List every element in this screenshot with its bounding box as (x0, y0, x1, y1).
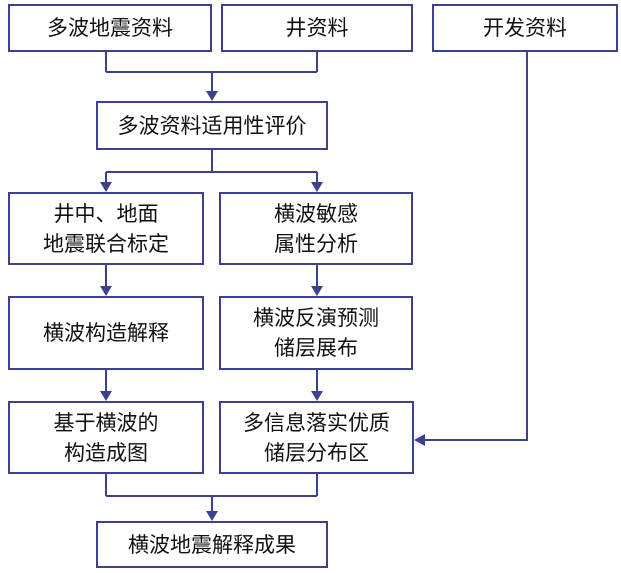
s-wave-structural-interpretation-label: 横波构造解释 (43, 321, 169, 345)
connector-development-path (424, 52, 528, 441)
s-wave-sensitive-attributes-box: 横波敏感 属性分析 (219, 192, 413, 265)
s-wave-sensitive-attributes-label: 横波敏感 属性分析 (274, 201, 358, 256)
quality-reservoir-distribution-box: 多信息落实优质 储层分布区 (219, 401, 414, 474)
development-data-label: 开发资料 (483, 16, 567, 40)
arrow-to-structural (100, 286, 112, 296)
arrow-to-distribution (311, 391, 323, 401)
arrow-to-evaluation (206, 91, 218, 101)
multiwave-seismic-data-label: 多波地震资料 (47, 16, 173, 40)
quality-reservoir-distribution-label: 多信息落实优质 储层分布区 (243, 410, 390, 465)
multiwave-seismic-data-box: 多波地震资料 (8, 4, 212, 52)
s-wave-interpretation-results-box: 横波地震解释成果 (96, 521, 328, 568)
s-wave-inversion-prediction-box: 横波反演预测 储层展布 (219, 296, 413, 370)
multiwave-data-evaluation-label: 多波资料适用性评价 (117, 113, 307, 138)
multiwave-data-evaluation-box: 多波资料适用性评价 (96, 101, 328, 150)
s-wave-structure-map-label: 基于横波的 构造成图 (53, 410, 159, 465)
arrow-to-attributes (311, 182, 323, 192)
s-wave-interpretation-results-label: 横波地震解释成果 (128, 532, 296, 557)
well-data-box: 井资料 (221, 4, 413, 52)
s-wave-structural-interpretation-box: 横波构造解释 (8, 296, 204, 370)
well-surface-calibration-label: 井中、地面 地震联合标定 (43, 201, 169, 256)
s-wave-inversion-prediction-label: 横波反演预测 储层展布 (253, 306, 379, 360)
well-data-label: 井资料 (285, 16, 349, 40)
arrow-to-map (100, 391, 112, 401)
arrow-to-results (206, 511, 218, 521)
development-data-box: 开发资料 (432, 4, 618, 52)
s-wave-structure-map-box: 基于横波的 构造成图 (8, 401, 204, 474)
arrow-to-inversion (311, 286, 323, 296)
arrow-development-to-distribution (414, 434, 425, 446)
well-surface-calibration-box: 井中、地面 地震联合标定 (8, 192, 204, 265)
arrow-to-calibration (100, 182, 112, 192)
